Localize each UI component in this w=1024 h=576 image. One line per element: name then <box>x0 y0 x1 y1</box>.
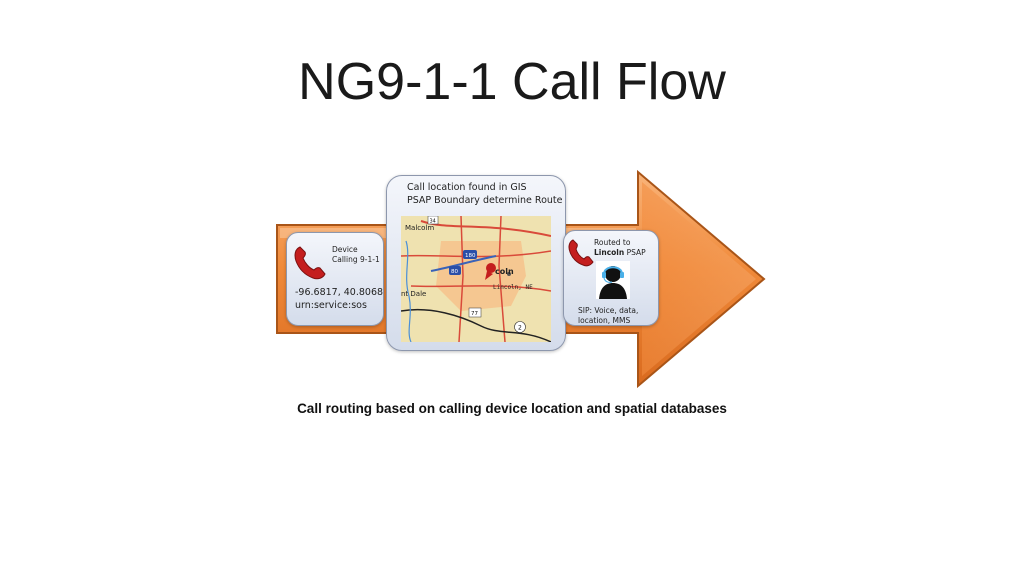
psap-sip-2: location, MMS <box>578 316 631 325</box>
device-label-2: Calling 9-1-1 <box>332 255 380 264</box>
psap-card: Routed to Lincoln PSAP SIP: Voice, data,… <box>563 230 659 326</box>
arrow-head-highlight <box>642 182 756 376</box>
psap-name: Lincoln <box>594 248 625 257</box>
psap-sip-1: SIP: Voice, data, <box>578 306 639 315</box>
diagram-caption: Call routing based on calling device loc… <box>297 401 727 416</box>
svg-text:180: 180 <box>465 253 476 259</box>
psap-suffix: PSAP <box>624 248 646 257</box>
svg-text:2: 2 <box>518 325 522 332</box>
gis-text-block: Call location found in GIS PSAP Boundary… <box>407 181 563 207</box>
svg-text:34: 34 <box>430 219 436 225</box>
device-label-1: Device <box>332 245 358 254</box>
map-label-malcolm: Malcolm <box>405 224 434 232</box>
slide-title: NG9-1-1 Call Flow <box>298 53 726 111</box>
highway-shield-80: 80 <box>449 266 461 275</box>
psap-label-1: Routed to <box>594 238 631 247</box>
gis-map: Malcolm coln Lincoln, NE nt Dale 34 180 … <box>401 216 551 342</box>
operator-headset-icon <box>596 261 630 299</box>
highway-shield-77: 77 <box>468 307 482 318</box>
map-label-lincoln: coln <box>495 267 514 276</box>
map-label-dale: nt Dale <box>401 290 426 298</box>
phone-icon <box>568 239 594 267</box>
gis-label-2: PSAP Boundary determine Route <box>407 195 563 206</box>
psap-label-2: Lincoln PSAP <box>594 248 646 258</box>
phone-icon <box>294 246 326 280</box>
highway-shield-2: 2 <box>514 321 526 333</box>
highway-shield-34: 34 <box>427 216 439 225</box>
device-coordinates: -96.6817, 40.8068 <box>295 287 384 298</box>
location-pin-icon <box>485 263 496 280</box>
map-label-lincoln-ne: Lincoln, NE <box>493 284 533 291</box>
gis-card: Call location found in GIS PSAP Boundary… <box>386 175 566 351</box>
svg-text:80: 80 <box>451 269 458 275</box>
svg-text:77: 77 <box>471 311 478 317</box>
device-card: Device Calling 9-1-1 -96.6817, 40.8068 u… <box>286 232 384 326</box>
highway-shield-180: 180 <box>463 250 477 259</box>
gis-label-1: Call location found in GIS <box>407 182 527 193</box>
device-urn: urn:service:sos <box>295 300 367 311</box>
